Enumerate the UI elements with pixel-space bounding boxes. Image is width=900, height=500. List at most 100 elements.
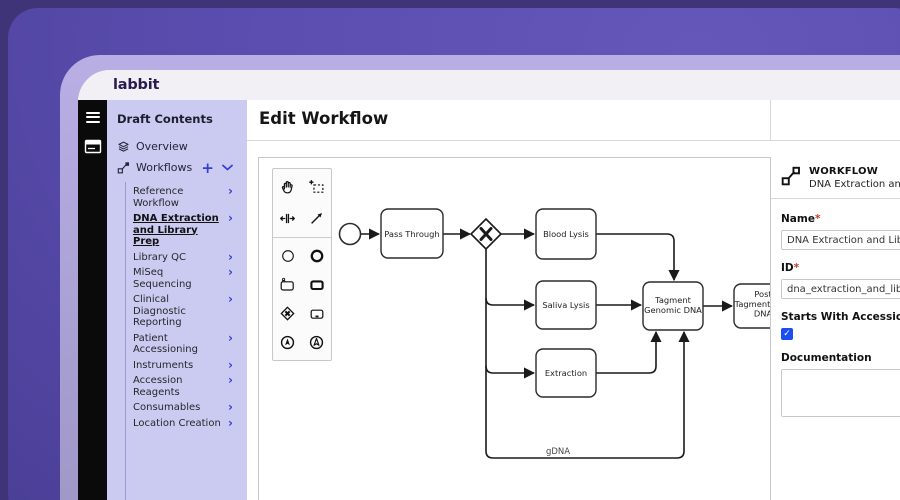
workflow-icon [117, 162, 130, 174]
sidebar-item-label: Clinical Diagnostic Reporting [133, 294, 186, 328]
hand-tool-icon[interactable] [273, 172, 302, 203]
sidebar-item[interactable]: Library QC › [133, 250, 233, 266]
sidebar-item[interactable]: Location Creation › [133, 416, 233, 432]
sidebar-item[interactable]: Clinical Diagnostic Reporting › [133, 292, 233, 331]
accessioning-checkbox[interactable]: ✓ [781, 328, 793, 340]
sidebar-item-label: Instruments [133, 359, 194, 371]
panel-type-label: WORKFLOW [809, 166, 878, 177]
main-area: Edit Workflow [247, 100, 900, 500]
layers-icon [118, 141, 129, 152]
gateway-node[interactable] [469, 217, 503, 251]
sidebar-item[interactable]: Instruments › [133, 358, 233, 374]
header-divider [770, 100, 771, 140]
start-event-icon[interactable] [273, 241, 302, 270]
sidebar-item-label: Library QC [133, 251, 186, 263]
check-icon: ✓ [783, 329, 791, 339]
sidebar-item[interactable]: Consumables › [133, 400, 233, 416]
sidebar-item[interactable]: DNA Extraction and Library Prep › [133, 211, 233, 250]
sidebar-item-label: DNA Extraction and Library Prep [133, 213, 219, 247]
call-activity-icon[interactable] [302, 270, 331, 299]
properties-panel: WORKFLOW DNA Extraction and Library Prep… [770, 157, 900, 500]
palette-tools [273, 169, 331, 238]
task-node-pass-through[interactable]: Pass Through [380, 208, 444, 259]
name-field[interactable] [781, 230, 900, 250]
task-node-extraction[interactable]: Extraction [535, 348, 597, 398]
sequence-flows[interactable] [361, 228, 734, 459]
start-event-node[interactable] [338, 222, 362, 246]
chevron-down-icon[interactable] [222, 164, 233, 171]
documentation-field[interactable] [781, 369, 900, 417]
chevron-right-icon: › [228, 415, 233, 430]
id-field[interactable] [781, 279, 900, 299]
sidebar-item[interactable]: Accession Reagents › [133, 373, 233, 400]
sidebar-item-label: Location Creation [133, 417, 221, 429]
sidebar-item-workflows[interactable]: Workflows + [117, 158, 247, 177]
lasso-tool-icon[interactable] [302, 172, 331, 203]
palette-shapes [273, 238, 331, 360]
flow-label-gdna: gDNA [546, 447, 570, 457]
sidebar-item-label: Workflows [136, 161, 193, 174]
workflows-actions: + [201, 158, 247, 177]
properties-panel-content: WORKFLOW DNA Extraction and Library Prep… [771, 157, 900, 417]
chevron-right-icon: › [228, 265, 233, 279]
svg-text:Blood Lysis: Blood Lysis [543, 229, 589, 239]
launch-event-icon[interactable] [273, 328, 302, 357]
sidebar-item-label: Reference Workflow [133, 186, 184, 209]
chevron-right-icon: › [228, 400, 233, 414]
sidebar-item-label: Overview [136, 140, 188, 153]
required-marker: * [793, 262, 800, 274]
workflow-icon [781, 166, 800, 186]
nav-rail [78, 100, 107, 500]
task-node-blood-lysis[interactable]: Blood Lysis [535, 208, 597, 260]
sidebar-item[interactable]: Patient Accessioning › [133, 331, 233, 358]
chevron-right-icon: › [228, 184, 233, 198]
chevron-right-icon: › [228, 211, 233, 225]
task-icon[interactable] [273, 270, 302, 299]
add-workflow-button[interactable]: + [201, 158, 214, 177]
chevron-right-icon: › [228, 357, 233, 372]
task-node-saliva-lysis[interactable]: Saliva Lysis [535, 280, 597, 330]
sidebar-item-label: Patient Accessioning [133, 332, 198, 356]
sidebar-item-overview[interactable]: Overview [117, 140, 247, 153]
panel-body: Name* ID* Starts With Accessioning ✓ Doc… [771, 199, 900, 417]
chevron-right-icon: › [228, 373, 233, 387]
space-tool-icon[interactable] [273, 203, 302, 234]
page-header: Edit Workflow [247, 100, 900, 141]
bpmn-diagram: gDNA Pass Through [338, 208, 793, 459]
id-field-label: ID* [781, 262, 800, 274]
sidebar: Draft Contents Overview Workflows [107, 100, 247, 500]
labbit-logo: labbit [113, 77, 160, 93]
gdna-flow [485, 248, 690, 459]
svg-text:Pass Through: Pass Through [384, 229, 439, 239]
window-panel-icon[interactable] [84, 138, 102, 154]
connect-tool-icon[interactable] [302, 203, 331, 234]
subprocess-icon[interactable] [302, 299, 331, 328]
sidebar-item[interactable]: Reference Workflow › [133, 184, 233, 211]
top-bar: labbit [78, 70, 900, 100]
gateway-icon[interactable] [273, 299, 302, 328]
sidebar-item-label: Accession Reagents [133, 375, 183, 398]
panel-header: WORKFLOW DNA Extraction and Library Prep [771, 157, 900, 199]
sidebar-title: Draft Contents [117, 112, 213, 126]
name-field-label: Name* [781, 213, 821, 225]
workflows-subtree: Reference Workflow › DNA Extraction and … [125, 182, 247, 500]
menu-icon[interactable] [84, 109, 102, 125]
end-event-icon[interactable] [302, 241, 331, 270]
chevron-right-icon: › [228, 249, 233, 264]
required-marker: * [814, 213, 821, 225]
app-window: labbit Draft Contents [78, 70, 900, 500]
launch-event-alt-icon[interactable] [302, 328, 331, 357]
app-body: Draft Contents Overview Workflows [78, 100, 900, 500]
sidebar-item-label: MiSeq Sequencing [133, 267, 192, 290]
panel-subtitle: DNA Extraction and Library Prep [809, 179, 900, 190]
sidebar-item[interactable]: MiSeq Sequencing › [133, 265, 233, 292]
chevron-right-icon: › [228, 292, 233, 306]
documentation-label: Documentation [781, 352, 872, 364]
tool-palette [272, 168, 332, 361]
chevron-right-icon: › [228, 330, 233, 345]
sidebar-item-label: Consumables [133, 402, 201, 413]
